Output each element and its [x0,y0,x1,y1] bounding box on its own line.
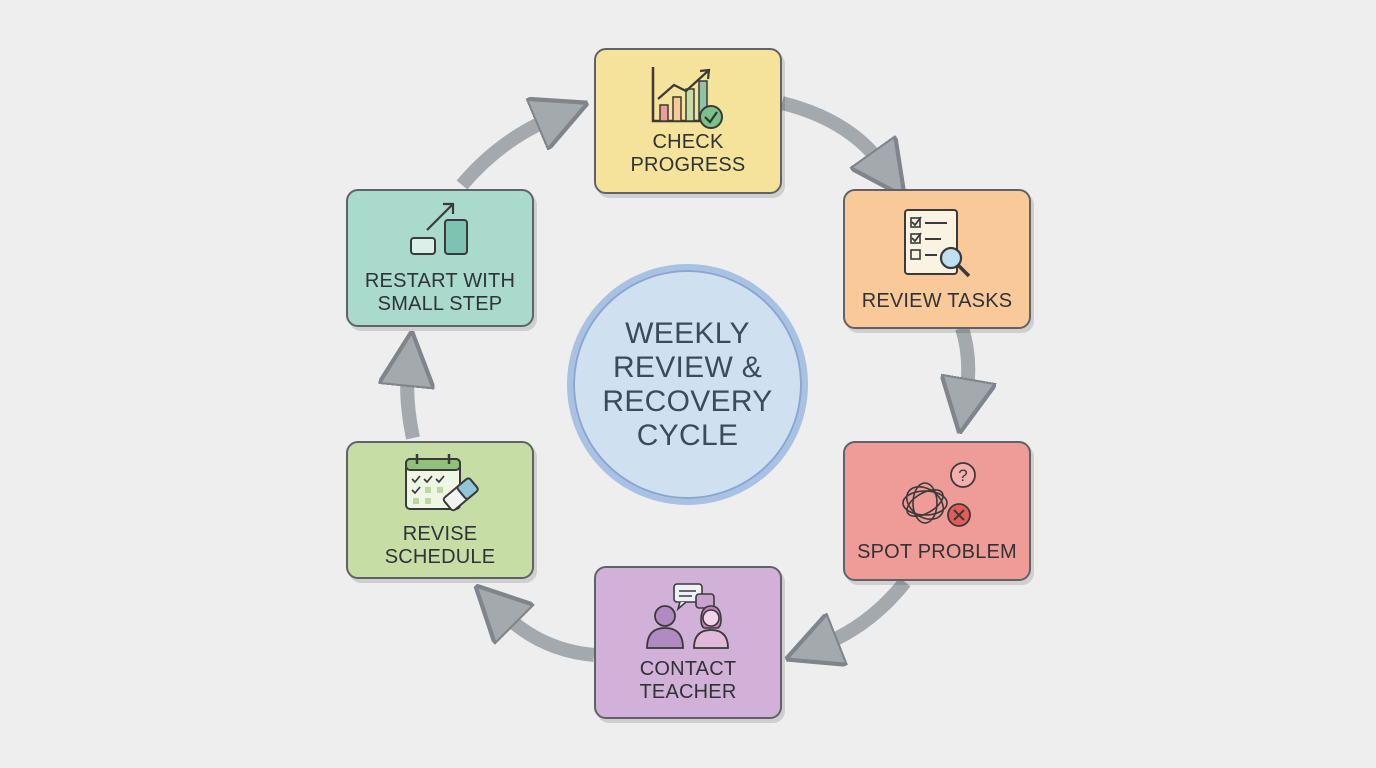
center-title: WEEKLY REVIEW & RECOVERY CYCLE [602,316,773,452]
step-label: RESTART WITH SMALL STEP [364,270,516,315]
arrow-spot-to-contact [822,577,911,645]
step-label: CHECK PROGRESS [630,131,746,176]
step-label: CONTACT TEACHER [639,657,737,703]
step-label: REVIEW TASKS [861,289,1013,312]
step-revise-schedule: REVISE SCHEDULE [346,441,534,579]
step-spot-problem: ? SPOT PROBLEM [843,441,1031,581]
people-chat-icon [646,582,729,649]
step-review-tasks: REVIEW TASKS [843,189,1031,329]
arrow-contact-to-revise [503,613,595,662]
checklist-magnifier-icon [904,208,971,277]
svg-text:?: ? [958,466,967,485]
step-restart-small-step: RESTART WITH SMALL STEP [346,189,534,327]
tangled-question-icon: ? [902,461,976,527]
small-step-arrow-icon [410,202,468,255]
bar-chart-check-icon [651,67,723,129]
arrow-restart-to-check [456,118,552,190]
center-circle: WEEKLY REVIEW & RECOVERY CYCLE [567,264,808,505]
step-label: REVISE SCHEDULE [384,523,496,568]
arrow-check-to-review [780,96,882,165]
calendar-eraser-icon [405,454,479,512]
arrow-revise-to-restart [407,370,413,440]
step-check-progress: CHECK PROGRESS [594,48,782,194]
step-contact-teacher: CONTACT TEACHER [594,566,782,719]
step-label: SPOT PROBLEM [857,540,1017,563]
arrow-review-to-spot [962,325,968,395]
